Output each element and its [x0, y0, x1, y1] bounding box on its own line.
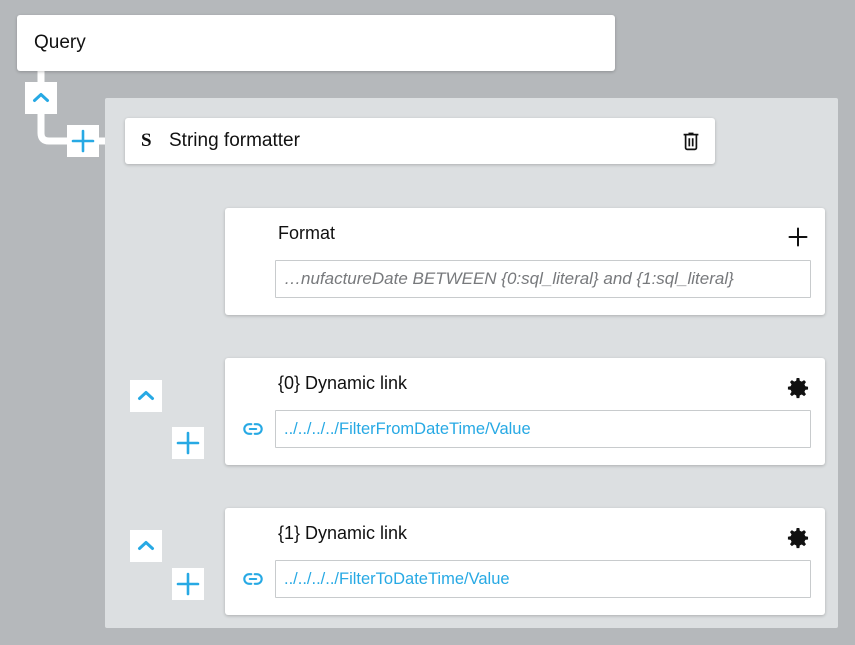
dynamic-link-0-value-text: ../../../../FilterFromDateTime/Value [284, 420, 531, 438]
plus-icon[interactable] [785, 224, 811, 250]
format-value-field[interactable]: …nufactureDate BETWEEN {0:sql_literal} a… [275, 260, 811, 298]
query-node-title: Query [34, 32, 86, 53]
gear-icon[interactable] [785, 524, 811, 550]
dynamic-link-1-title: {1} Dynamic link [278, 523, 408, 543]
chevron-up-icon-link-1[interactable] [130, 530, 162, 562]
format-parameter-title: Format [278, 223, 336, 243]
gear-icon[interactable] [785, 374, 811, 400]
string-formatter-badge-icon: S [141, 130, 152, 151]
string-formatter-title: String formatter [169, 130, 300, 151]
chevron-up-icon-query[interactable] [25, 82, 57, 114]
trash-icon[interactable] [679, 129, 703, 153]
query-node-card[interactable]: Query [17, 15, 615, 71]
format-value-text: …nufactureDate BETWEEN {0:sql_literal} a… [284, 269, 734, 288]
chain-link-icon [242, 568, 264, 590]
string-formatter-card[interactable]: S String formatter [125, 118, 715, 164]
dynamic-link-1-value-text: ../../../../FilterToDateTime/Value [284, 570, 510, 588]
format-parameter-card[interactable]: Format …nufactureDate BETWEEN {0:sql_lit… [225, 208, 825, 315]
plus-icon-link-1[interactable] [172, 568, 204, 600]
plus-icon-string-formatter[interactable] [67, 125, 99, 157]
dynamic-link-0-title: {0} Dynamic link [278, 373, 408, 393]
dynamic-link-0-card[interactable]: {0} Dynamic link ../../../../FilterFromD… [225, 358, 825, 465]
dynamic-link-0-value-field[interactable]: ../../../../FilterFromDateTime/Value [275, 410, 811, 448]
chain-link-icon [242, 418, 264, 440]
dynamic-link-1-value-field[interactable]: ../../../../FilterToDateTime/Value [275, 560, 811, 598]
plus-icon-link-0[interactable] [172, 427, 204, 459]
chevron-up-icon-link-0[interactable] [130, 380, 162, 412]
dynamic-link-1-card[interactable]: {1} Dynamic link ../../../../FilterToDat… [225, 508, 825, 615]
